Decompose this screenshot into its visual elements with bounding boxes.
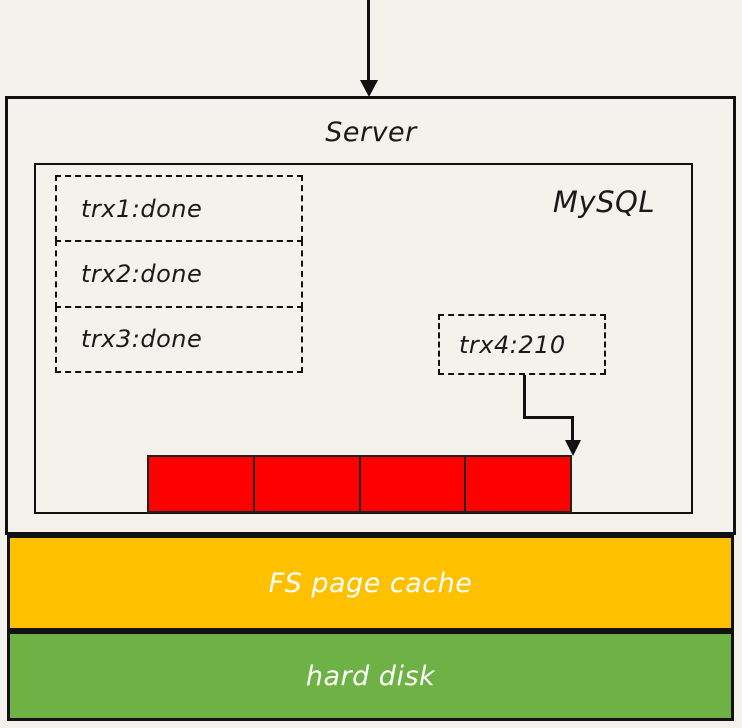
- transaction-label: trx3:done: [81, 325, 203, 354]
- transaction-row: trx1:done: [55, 175, 303, 243]
- redo-log-buffer: [147, 455, 572, 513]
- redo-log-buffer-cell: [466, 457, 570, 511]
- incoming-arrow-head-icon: [360, 80, 378, 97]
- server-label: Server: [325, 117, 417, 148]
- mysql-label: MySQL: [552, 185, 655, 219]
- hard-disk-label: hard disk: [305, 660, 436, 692]
- flush-arrow-segment-vertical-top: [523, 375, 526, 419]
- active-transaction-label: trx4:210: [459, 330, 566, 359]
- redo-log-buffer-cell: [360, 457, 467, 511]
- flush-arrow-segment-horizontal: [523, 416, 574, 419]
- hard-disk-band: hard disk: [7, 631, 734, 721]
- fs-page-cache-label: FS page cache: [268, 567, 473, 599]
- transaction-label: trx1:done: [81, 194, 203, 223]
- flush-arrow-segment-vertical-bottom: [571, 416, 574, 446]
- redo-log-buffer-cell: [149, 457, 255, 511]
- transaction-row: trx3:done: [55, 305, 303, 373]
- mysql-box: [34, 163, 693, 514]
- transaction-label: trx2:done: [81, 259, 203, 288]
- active-transaction-box: trx4:210: [438, 314, 606, 375]
- incoming-arrow-shaft: [367, 0, 370, 85]
- flush-arrow-head-icon: [565, 440, 581, 456]
- transaction-row: trx2:done: [55, 240, 303, 308]
- committed-transaction-stack: trx1:done trx2:done trx3:done: [55, 175, 303, 377]
- redo-log-buffer-cell: [254, 457, 361, 511]
- fs-page-cache-band: FS page cache: [7, 535, 734, 631]
